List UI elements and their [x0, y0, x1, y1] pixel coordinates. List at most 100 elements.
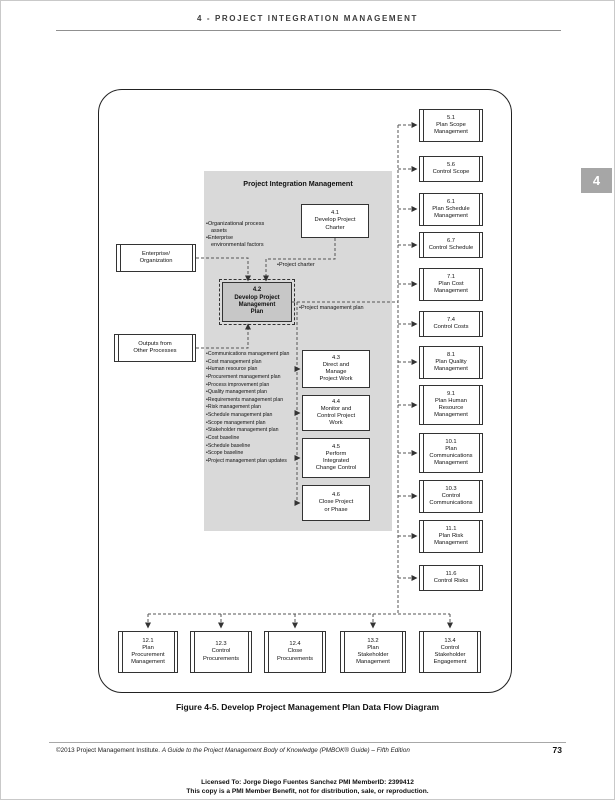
box-label: Control Stakeholder Engagement: [433, 644, 467, 666]
process-code: 4.4: [331, 398, 341, 405]
box-8-1: 8.1 Plan Quality Management: [419, 346, 483, 379]
box-code: 10.3: [445, 485, 457, 492]
box-11-6: 11.6 Control Risks: [419, 565, 483, 591]
process-box-4-5: 4.5 Perform Integrated Change Control: [302, 438, 370, 478]
box-code: 11.1: [445, 525, 457, 532]
page-number: 73: [552, 745, 562, 755]
box-12-3: 12.3 Control Procurements: [190, 631, 252, 673]
license-line-2: This copy is a PMI Member Benefit, not f…: [186, 788, 429, 796]
box-5-1: 5.1 Plan Scope Management: [419, 109, 483, 142]
page-header: 4 - PROJECT INTEGRATION MANAGEMENT: [197, 14, 418, 23]
plan-component-item: Procurement management plan: [206, 374, 298, 382]
entity-outputs-other-processes: Outputs from Other Processes: [114, 334, 196, 362]
box-label: Close Procurements: [276, 648, 314, 662]
plan-component-item: Process improvement plan: [206, 382, 298, 390]
box-11-1: 11.1 Plan Risk Management: [419, 520, 483, 553]
box-7-4: 7.4 Control Costs: [419, 311, 483, 337]
annotation-project-charter: Project charter: [277, 262, 315, 269]
figure-caption: Figure 4-5. Develop Project Management P…: [175, 702, 440, 712]
box-6-1: 6.1 Plan Schedule Management: [419, 193, 483, 226]
plan-component-item: Cost baseline: [206, 435, 298, 443]
plan-component-item: Scope baseline: [206, 450, 298, 458]
entity-label: Outputs from Other Processes: [133, 340, 177, 354]
footer-book-title: A Guide to the Project Management Body o…: [161, 747, 410, 754]
process-box-4-3: 4.3 Direct and Manage Project Work: [302, 350, 370, 388]
box-code: 10.1: [445, 438, 457, 445]
box-label: Control Risks: [433, 578, 469, 584]
box-label: Control Schedule: [428, 245, 474, 251]
annotation-top-inputs: Organizational process assets Enterprise…: [206, 221, 278, 249]
plan-component-item: Scope management plan: [206, 420, 298, 428]
box-code: 8.1: [446, 351, 456, 358]
box-12-1: 12.1 Plan Procurement Management: [118, 631, 178, 673]
box-code: 9.1: [446, 390, 456, 397]
plan-component-item: Communications management plan: [206, 351, 298, 359]
plan-component-item: Requirements management plan: [206, 397, 298, 405]
process-box-4-1: 4.1 Develop Project Charter: [301, 204, 369, 238]
box-13-4: 13.4 Control Stakeholder Engagement: [419, 631, 481, 673]
box-code: 7.4: [446, 316, 456, 323]
entity-label: Enterprise/ Organization: [139, 250, 173, 264]
process-name: Monitor and Control Project Work: [316, 405, 356, 427]
process-code: 4.3: [331, 354, 341, 361]
process-code: 4.2: [252, 287, 262, 294]
box-code: 5.6: [446, 161, 456, 168]
box-code: 6.7: [446, 237, 456, 244]
box-code: 7.1: [446, 273, 456, 280]
box-6-7: 6.7 Control Schedule: [419, 232, 483, 258]
chapter-tab: 4: [581, 168, 612, 193]
panel-title: Project Integration Management: [243, 179, 353, 188]
box-label: Control Scope: [432, 169, 470, 175]
process-code: 4.1: [330, 210, 340, 217]
box-5-6: 5.6 Control Scope: [419, 156, 483, 182]
box-label: Plan Scope Management: [434, 121, 468, 136]
box-10-3: 10.3 Control Communications: [419, 480, 483, 513]
box-label: Plan Risk Management: [434, 532, 468, 547]
box-label: Plan Stakeholder Management: [356, 644, 390, 666]
box-code: 13.2: [367, 637, 379, 644]
process-name: Develop Project Management Plan: [234, 294, 280, 316]
license-notice: Licensed To: Jorge Diego Fuentes Sanchez…: [1, 778, 614, 796]
box-label: Plan Procurement Management: [131, 644, 165, 666]
process-code: 4.6: [331, 492, 341, 499]
annotation-pm-plan: Project management plan: [299, 305, 364, 312]
box-7-1: 7.1 Plan Cost Management: [419, 268, 483, 301]
plan-component-item: Project management plan updates: [206, 458, 298, 466]
box-9-1: 9.1 Plan Human Resource Management: [419, 385, 483, 425]
box-code: 12.4: [289, 641, 301, 648]
plan-component-item: Human resource plan: [206, 366, 298, 374]
process-box-4-6: 4.6 Close Project or Phase: [302, 485, 370, 521]
footer-divider: [49, 742, 566, 743]
box-code: 6.1: [446, 198, 456, 205]
process-name: Close Project or Phase: [318, 499, 354, 513]
header-divider: [56, 30, 561, 31]
box-10-1: 10.1 Plan Communications Management: [419, 433, 483, 473]
box-label: Plan Schedule Management: [432, 205, 470, 220]
box-label: Plan Human Resource Management: [434, 397, 468, 419]
process-code: 4.5: [331, 443, 341, 450]
process-name: Develop Project Charter: [314, 217, 356, 231]
box-13-2: 13.2 Plan Stakeholder Management: [340, 631, 406, 673]
plan-component-item: Risk management plan: [206, 404, 298, 412]
plan-component-item: Cost management plan: [206, 359, 298, 367]
annotation-item: Organizational process assets: [206, 221, 278, 235]
box-label: Control Communications: [429, 492, 473, 507]
plan-component-item: Stakeholder management plan: [206, 427, 298, 435]
plan-components-list: Communications management plan Cost mana…: [206, 351, 298, 466]
annotation-item: Enterprise environmental factors: [206, 235, 278, 249]
box-label: Plan Cost Management: [434, 280, 468, 295]
box-code: 12.3: [215, 641, 227, 648]
box-12-4: 12.4 Close Procurements: [264, 631, 326, 673]
process-box-4-4: 4.4 Monitor and Control Project Work: [302, 395, 370, 431]
plan-component-item: Schedule baseline: [206, 443, 298, 451]
box-label: Plan Communications Management: [429, 445, 473, 467]
footer-text: ©2013 Project Management Institute. A Gu…: [56, 747, 410, 754]
diagram-frame: [98, 89, 512, 693]
box-label: Plan Quality Management: [434, 358, 468, 373]
footer-copyright: ©2013 Project Management Institute.: [56, 747, 161, 754]
plan-component-item: Quality management plan: [206, 389, 298, 397]
entity-enterprise-organization: Enterprise/ Organization: [116, 244, 196, 272]
box-code: 5.1: [446, 114, 456, 121]
box-code: 13.4: [444, 637, 456, 644]
